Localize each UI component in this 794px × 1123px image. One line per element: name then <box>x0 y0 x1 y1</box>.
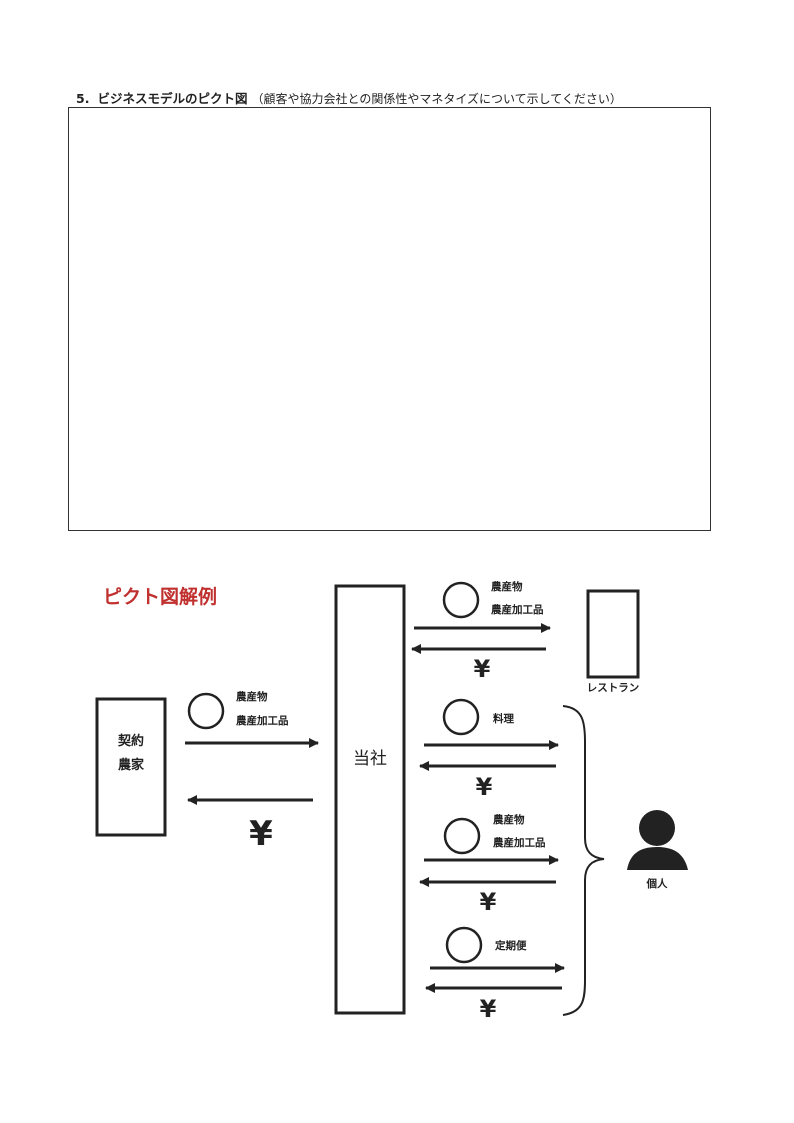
farmer-label-1: 契約 <box>117 733 144 749</box>
farmer-label-2: 農家 <box>118 757 145 773</box>
restaurant-payment-yen: ¥ <box>474 655 491 683</box>
restaurant-goods-label-1: 農産物 <box>491 580 523 593</box>
section-header: 5. ビジネスモデルのピクト図 （顧客や協力会社との関係性やマネタイズについて示… <box>76 88 622 107</box>
cooking-icon <box>442 698 480 736</box>
section-note: （顧客や協力会社との関係性やマネタイズについて示してください） <box>251 92 622 106</box>
company-box <box>334 584 406 1015</box>
restaurant-goods-icon <box>442 581 480 619</box>
restaurant-goods-label-2: 農産加工品 <box>491 603 544 616</box>
subscription-label: 定期便 <box>494 939 527 952</box>
subscription-payment-yen: ¥ <box>480 995 497 1023</box>
restaurant-label: レストラン <box>587 682 640 694</box>
farmer-payment-yen: ¥ <box>249 814 273 854</box>
farmer-box <box>95 697 167 837</box>
farmer-goods-label-2: 農産加工品 <box>236 714 289 727</box>
company-label: 当社 <box>353 749 387 769</box>
individual-goods-icon <box>443 817 481 855</box>
cooking-label: 料理 <box>493 712 514 725</box>
farmer-goods-label-1: 農産物 <box>236 690 268 703</box>
individual-label: 個人 <box>646 877 668 890</box>
section-number: 5. <box>76 91 90 106</box>
restaurant-box <box>586 589 640 679</box>
individual-brace <box>562 705 605 1016</box>
cooking-payment-yen: ¥ <box>476 773 493 801</box>
farmer-goods-icon <box>187 692 225 730</box>
individual-goods-payment-yen: ¥ <box>480 888 497 916</box>
section-title: ビジネスモデルのピクト図 <box>97 91 248 106</box>
individual-goods-label-2: 農産加工品 <box>493 836 546 849</box>
subscription-icon <box>445 926 483 964</box>
individual-goods-label-1: 農産物 <box>493 813 525 826</box>
example-title: ピクト図解例 <box>103 586 218 608</box>
answer-box[interactable] <box>68 107 711 531</box>
person-icon <box>627 810 688 870</box>
